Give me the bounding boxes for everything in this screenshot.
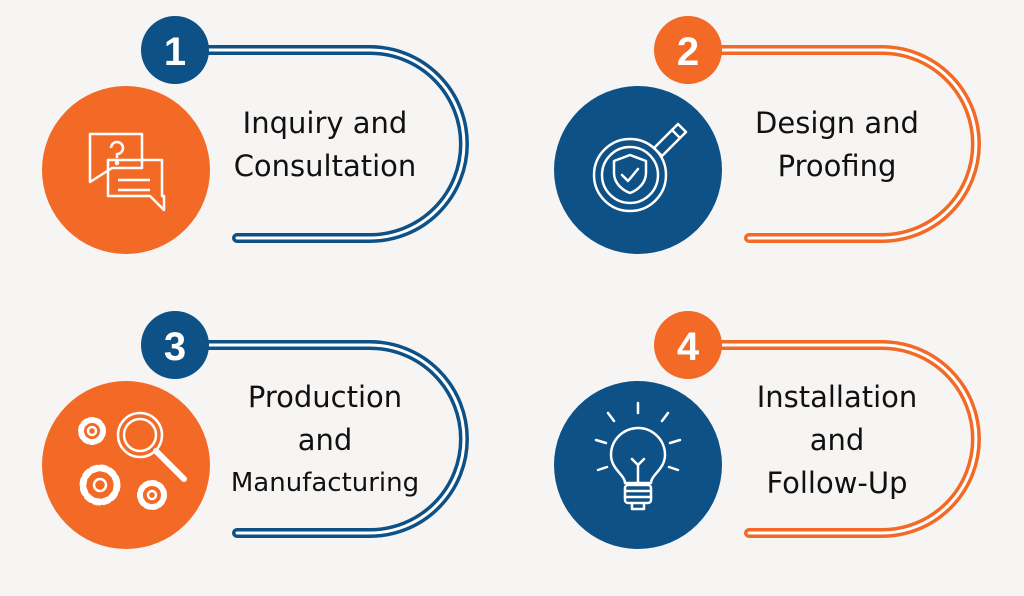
shield-pencil-icon: [592, 122, 688, 213]
gears-magnifier-icon: [78, 411, 187, 510]
step-2-graphic: 2: [554, 16, 981, 254]
step-label: Design and Proofing: [717, 0, 957, 290]
label-line: Manufacturing: [230, 467, 420, 498]
label-line: Inquiry and: [242, 106, 408, 140]
label-line: and: [809, 422, 865, 457]
step-3: 3 Production and Manufacturing: [0, 295, 512, 593]
number-badge: [141, 311, 209, 379]
label-line: Production: [247, 379, 403, 414]
step-3-graphic: 3: [42, 311, 469, 549]
step-1: 1 Inquiry and Consultation: [0, 0, 512, 298]
label-line: and: [297, 422, 353, 457]
label-line: Installation: [756, 379, 918, 414]
step-4: 4 Installation and Follow-Up: [512, 295, 1024, 593]
label-line: Proofing: [777, 149, 897, 183]
step-4-graphic: 4: [554, 311, 981, 549]
label-line: Follow-Up: [766, 465, 908, 500]
step-1-graphic: 1: [42, 16, 469, 254]
step-number: 3: [164, 325, 186, 369]
icon-circle: [42, 381, 210, 549]
step-label: Production and Manufacturing: [205, 295, 445, 585]
label-line: Consultation: [233, 149, 417, 183]
step-2: 2 Design and Proofing: [512, 0, 1024, 298]
label-line: Design and: [755, 106, 919, 140]
number-badge: [141, 16, 209, 84]
chat-question-icon: [88, 132, 166, 212]
lightbulb-icon: [594, 401, 682, 511]
number-badge: [654, 16, 722, 84]
step-label: Inquiry and Consultation: [205, 0, 445, 290]
number-badge: [654, 311, 722, 379]
icon-circle: [42, 86, 210, 254]
step-number: 1: [164, 30, 186, 74]
step-number: 2: [677, 30, 699, 74]
step-number: 4: [677, 325, 700, 369]
step-label: Installation and Follow-Up: [717, 295, 957, 585]
